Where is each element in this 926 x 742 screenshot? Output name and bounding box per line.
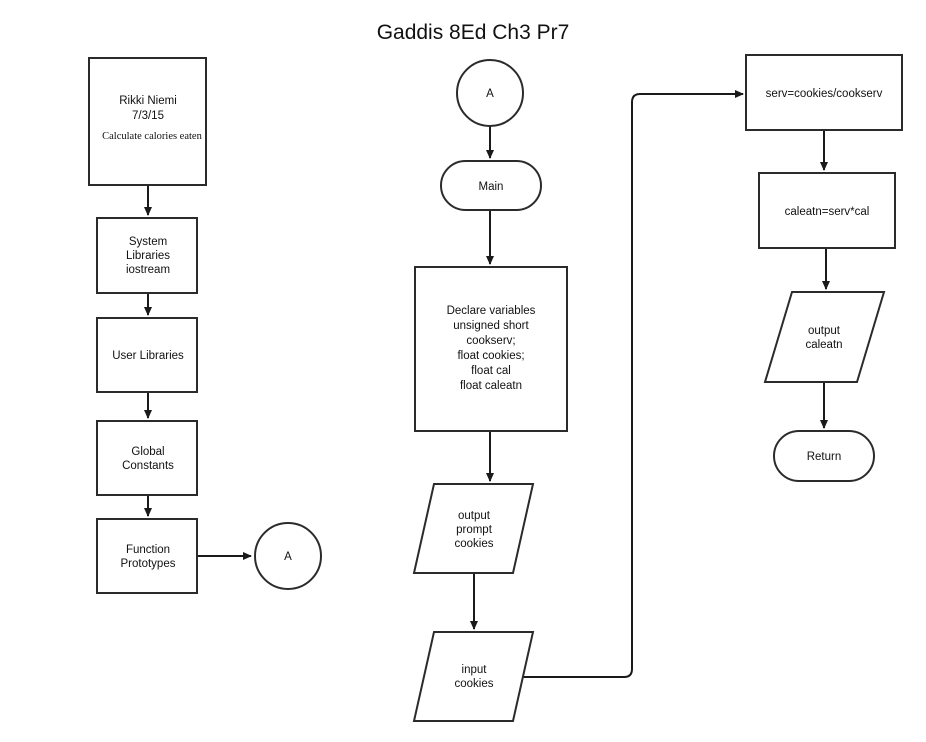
declare-variables-box: Declare variables unsigned short cookser… bbox=[414, 266, 568, 432]
diagram-title: Gaddis 8Ed Ch3 Pr7 bbox=[377, 21, 570, 44]
header-box-line-1: Rikki Niemi bbox=[119, 95, 177, 107]
output-prompt-line-3: cookies bbox=[455, 538, 494, 550]
declare-variables-line-5: float cal bbox=[471, 365, 511, 377]
calc-caleatn-label: caleatn=serv*cal bbox=[785, 206, 870, 218]
input-cookies-line-2: cookies bbox=[455, 678, 494, 690]
connector-a-incoming: A bbox=[456, 59, 524, 127]
declare-variables-line-2: unsigned short bbox=[453, 320, 529, 332]
output-caleatn-line-2: caleatn bbox=[805, 339, 842, 351]
function-prototypes-line-2: Prototypes bbox=[121, 558, 176, 570]
main-terminal-label: Main bbox=[479, 181, 504, 193]
declare-variables-line-3: cookserv; bbox=[466, 335, 515, 347]
input-cookies-parallelogram: input cookies bbox=[412, 631, 535, 722]
header-box-note: Calculate calories eaten bbox=[102, 131, 202, 142]
header-box: Rikki Niemi 7/3/15 Calculate calories ea… bbox=[88, 57, 207, 186]
connector-a-incoming-label: A bbox=[486, 88, 494, 100]
system-libraries-line-1: System bbox=[129, 236, 167, 248]
main-terminal: Main bbox=[440, 160, 542, 211]
edges bbox=[144, 90, 830, 678]
global-constants-box: Global Constants bbox=[96, 420, 198, 496]
connector-a-outgoing-label: A bbox=[284, 551, 292, 563]
declare-variables-line-1: Declare variables bbox=[447, 305, 536, 317]
user-libraries-label: User Libraries bbox=[112, 350, 184, 362]
return-terminal-label: Return bbox=[807, 451, 842, 463]
output-caleatn-parallelogram: output caleatn bbox=[763, 291, 886, 383]
output-caleatn-line-1: output bbox=[808, 325, 841, 337]
connector-a-outgoing: A bbox=[254, 522, 322, 590]
output-prompt-line-1: output bbox=[458, 510, 491, 522]
global-constants-line-1: Global bbox=[131, 446, 164, 458]
header-box-line-2: 7/3/15 bbox=[132, 110, 164, 122]
calc-serv-box: serv=cookies/cookserv bbox=[745, 54, 903, 131]
edge-input-to-calc-serv bbox=[521, 90, 744, 678]
declare-variables-line-4: float cookies; bbox=[457, 350, 524, 362]
function-prototypes-line-1: Function bbox=[126, 544, 170, 556]
system-libraries-line-3: iostream bbox=[126, 264, 170, 276]
declare-variables-line-6: float caleatn bbox=[460, 380, 522, 392]
output-prompt-parallelogram: output prompt cookies bbox=[412, 483, 535, 574]
calc-serv-label: serv=cookies/cookserv bbox=[766, 88, 883, 100]
input-cookies-line-1: input bbox=[462, 664, 488, 676]
user-libraries-box: User Libraries bbox=[96, 317, 198, 393]
system-libraries-line-2: Libraries bbox=[126, 250, 170, 262]
output-prompt-line-2: prompt bbox=[456, 524, 493, 536]
calc-caleatn-box: caleatn=serv*cal bbox=[758, 172, 896, 249]
global-constants-line-2: Constants bbox=[122, 460, 174, 472]
function-prototypes-box: Function Prototypes bbox=[96, 518, 198, 594]
system-libraries-box: System Libraries iostream bbox=[96, 217, 198, 294]
return-terminal: Return bbox=[773, 430, 875, 482]
